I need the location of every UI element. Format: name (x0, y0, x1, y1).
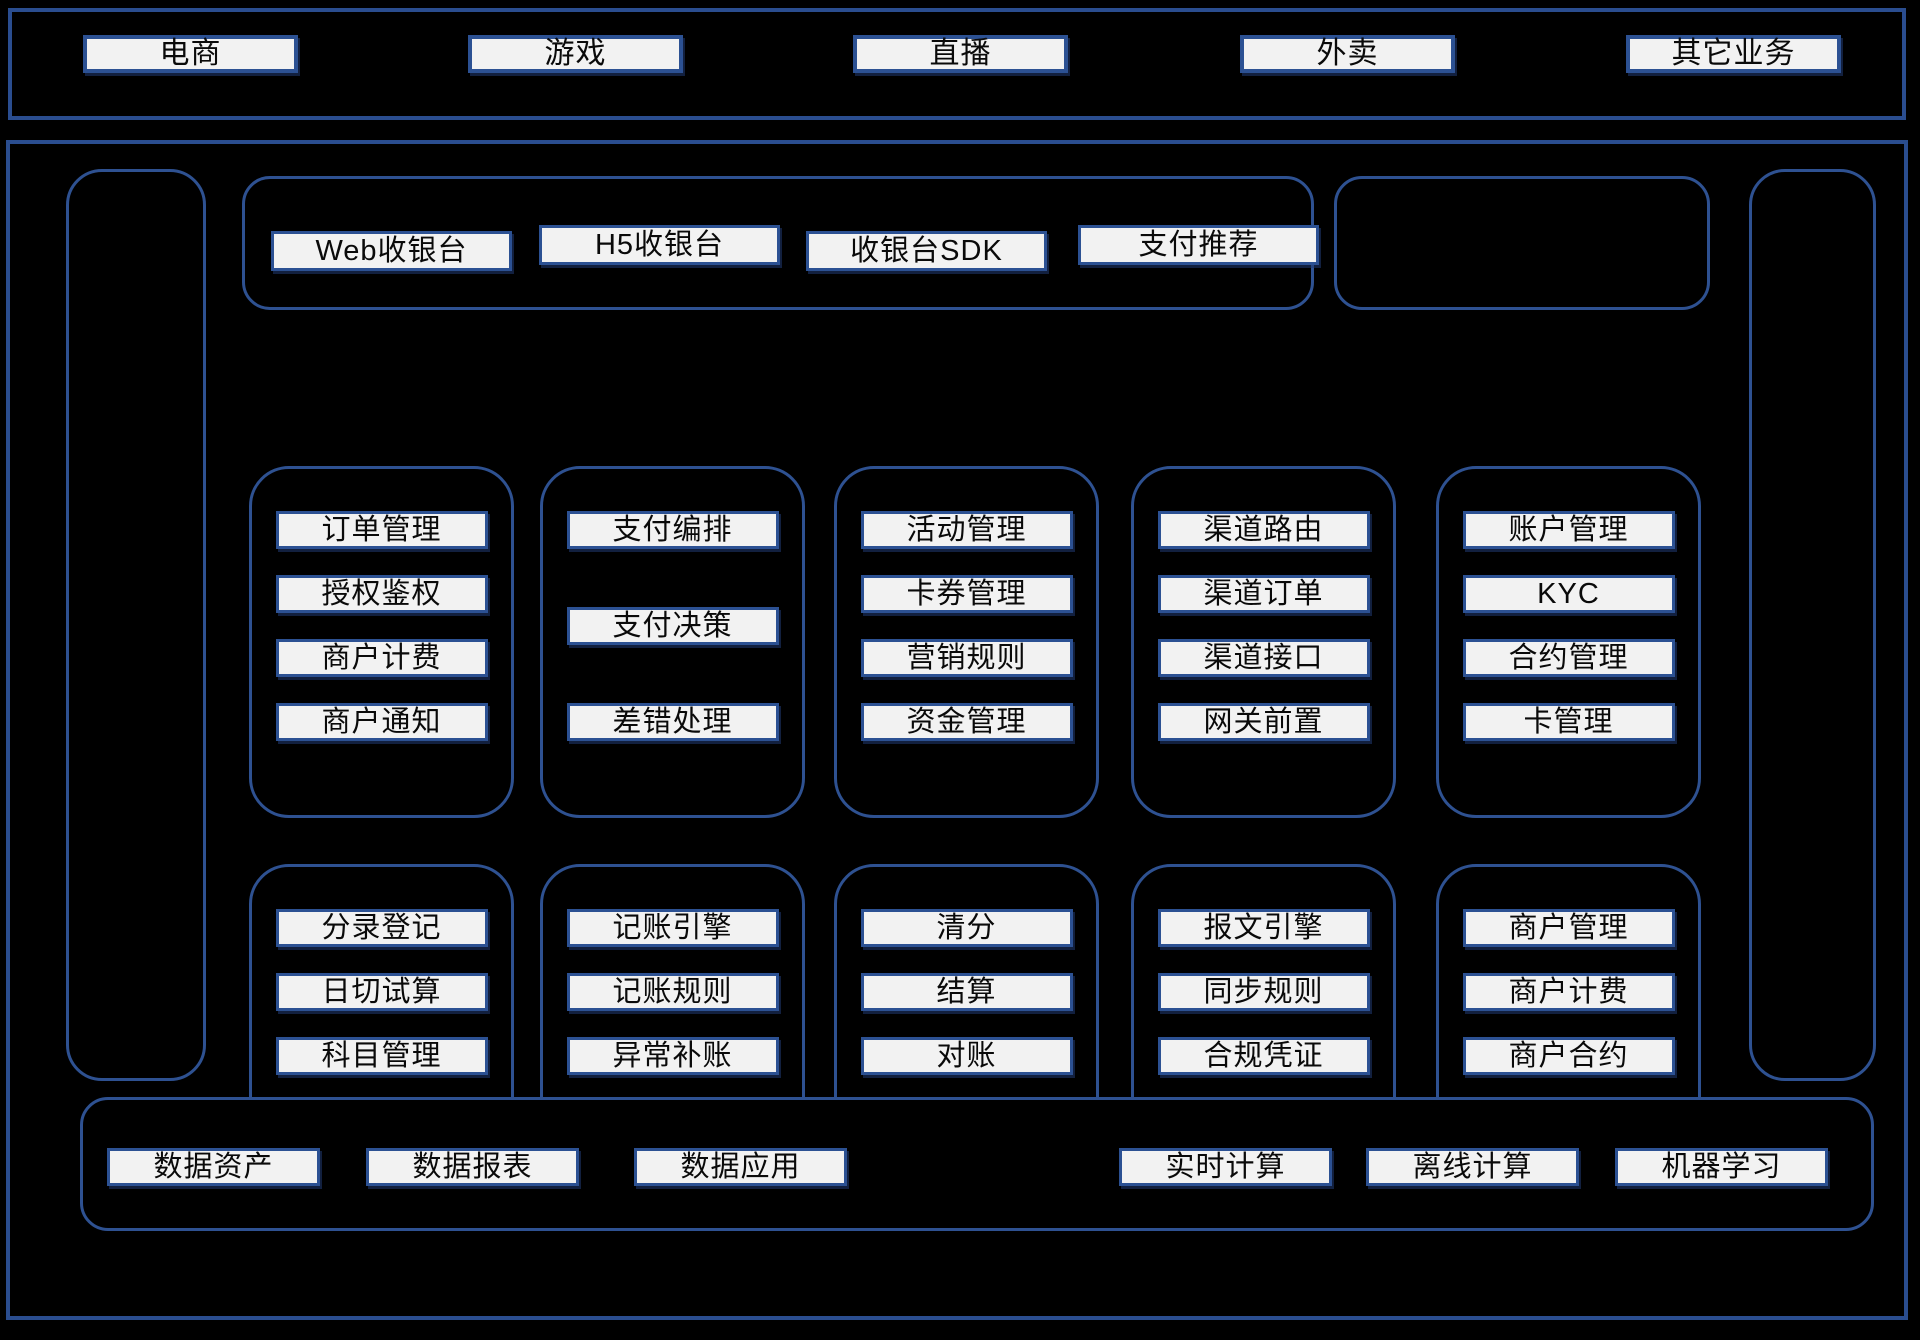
module-chip: 活动管理 (860, 511, 1073, 549)
module-chip: 报文引擎 (1157, 909, 1370, 947)
module-chip: 支付编排 (566, 511, 779, 549)
chip-payment-recommendation: 支付推荐 (1078, 225, 1319, 265)
module-chip: 记账引擎 (566, 909, 779, 947)
module-group-account: 账户管理 KYC 合约管理 卡管理 (1436, 466, 1701, 818)
module-chip: 网关前置 (1157, 703, 1370, 741)
chip-ecommerce: 电商 (83, 35, 298, 73)
module-chip: 清分 (860, 909, 1073, 947)
module-chip: KYC (1462, 575, 1675, 613)
module-chip: 支付决策 (566, 607, 779, 645)
module-chip: 资金管理 (860, 703, 1073, 741)
module-chip: 异常补账 (566, 1037, 779, 1075)
chip-food-delivery: 外卖 (1240, 35, 1455, 73)
module-chip: 卡券管理 (860, 575, 1073, 613)
chip-other-business: 其它业务 (1626, 35, 1841, 73)
module-chip: 对账 (860, 1037, 1073, 1075)
module-chip: 同步规则 (1157, 973, 1370, 1011)
module-group-marketing: 活动管理 卡券管理 营销规则 资金管理 (834, 466, 1099, 818)
module-chip: 渠道订单 (1157, 575, 1370, 613)
module-chip: 合规凭证 (1157, 1037, 1370, 1075)
module-chip: 卡管理 (1462, 703, 1675, 741)
chip-machine-learning: 机器学习 (1615, 1148, 1828, 1186)
module-chip: 账户管理 (1462, 511, 1675, 549)
chip-realtime-compute: 实时计算 (1119, 1148, 1332, 1186)
chip-h5-cashier: H5收银台 (539, 225, 780, 265)
module-chip: 商户计费 (1462, 973, 1675, 1011)
module-chip: 授权鉴权 (275, 575, 488, 613)
module-group-ledger: 分录登记 日切试算 科目管理 会计报表 (249, 864, 514, 1220)
module-chip: 合约管理 (1462, 639, 1675, 677)
module-chip: 分录登记 (275, 909, 488, 947)
chip-data-assets: 数据资产 (107, 1148, 320, 1186)
module-chip: 商户合约 (1462, 1037, 1675, 1075)
module-chip: 商户管理 (1462, 909, 1675, 947)
chip-cashier-sdk: 收银台SDK (806, 231, 1047, 271)
module-chip: 记账规则 (566, 973, 779, 1011)
business-layer: 电商 游戏 直播 外卖 其它业务 (8, 8, 1906, 120)
module-group-channel: 渠道路由 渠道订单 渠道接口 网关前置 (1131, 466, 1396, 818)
chip-offline-compute: 离线计算 (1366, 1148, 1579, 1186)
chip-web-cashier: Web收银台 (271, 231, 512, 271)
module-chip: 日切试算 (275, 973, 488, 1011)
module-group-order: 订单管理 授权鉴权 商户计费 商户通知 (249, 466, 514, 818)
left-side-column (66, 169, 206, 1081)
module-chip: 商户计费 (275, 639, 488, 677)
module-chip: 营销规则 (860, 639, 1073, 677)
module-group-payment: 支付编排 支付决策 差错处理 (540, 466, 805, 818)
module-chip: 科目管理 (275, 1037, 488, 1075)
chip-livestream: 直播 (853, 35, 1068, 73)
cashier-section: Web收银台 H5收银台 收银台SDK 支付推荐 (242, 176, 1319, 310)
right-side-column (1749, 169, 1876, 1081)
chip-data-applications: 数据应用 (634, 1148, 847, 1186)
module-chip: 差错处理 (566, 703, 779, 741)
module-chip: 渠道路由 (1157, 511, 1370, 549)
chip-games: 游戏 (468, 35, 683, 73)
reserved-section (1334, 176, 1710, 310)
module-chip: 渠道接口 (1157, 639, 1370, 677)
platform-container: Web收银台 H5收银台 收银台SDK 支付推荐 订单管理 授权鉴权 商户计费 … (6, 140, 1908, 1320)
module-chip: 订单管理 (275, 511, 488, 549)
data-platform-section: 数据资产 数据报表 数据应用 实时计算 离线计算 机器学习 (80, 1097, 1874, 1231)
module-chip: 商户通知 (275, 703, 488, 741)
module-chip: 结算 (860, 973, 1073, 1011)
chip-data-reports: 数据报表 (366, 1148, 579, 1186)
